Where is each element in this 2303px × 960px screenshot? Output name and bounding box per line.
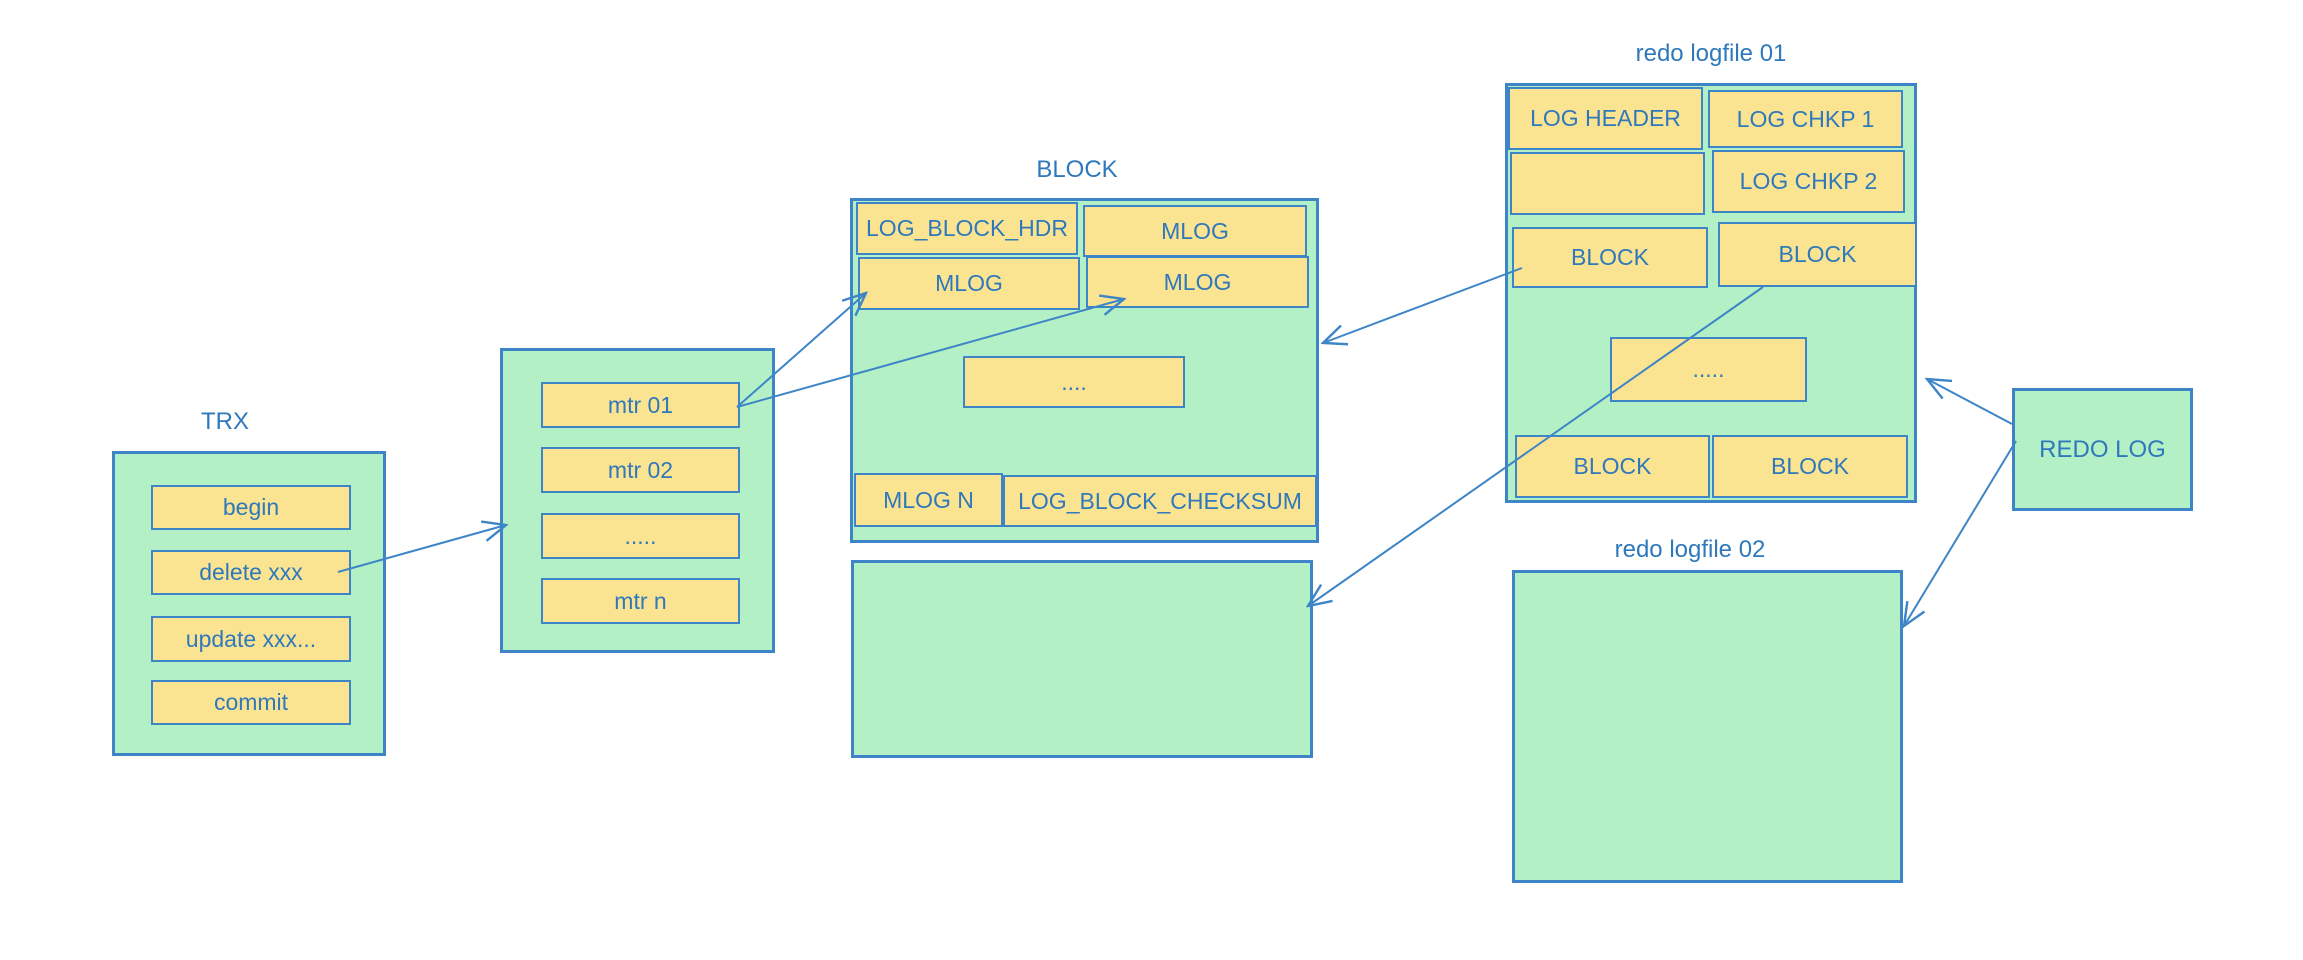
- redo-logfile-01-box: LOG HEADER LOG CHKP 1 LOG CHKP 2 BLOCK B…: [1505, 83, 1917, 503]
- trx-box: begin delete xxx update xxx... commit: [112, 451, 386, 756]
- trx-item-begin: begin: [151, 485, 351, 530]
- block-cell-mlog-3: MLOG: [1086, 256, 1309, 308]
- block-cell-mlog-1: MLOG: [1083, 205, 1307, 257]
- redo-log-box: REDO LOG: [2012, 388, 2193, 511]
- redo-logfile-02-box: [1512, 570, 1903, 883]
- logfile01-cell-log-chkp-2: LOG CHKP 2: [1712, 150, 1905, 213]
- trx-item-commit: commit: [151, 680, 351, 725]
- block-cell-log-block-checksum: LOG_BLOCK_CHECKSUM: [1003, 475, 1317, 527]
- block-cell-mlog-n: MLOG N: [854, 473, 1003, 527]
- block-label: BLOCK: [1036, 156, 1118, 183]
- redo-logfile-01-label: redo logfile 01: [1635, 40, 1787, 67]
- block-cell-dots: ....: [963, 356, 1185, 408]
- trx-item-update: update xxx...: [151, 616, 351, 662]
- block-cell-log-block-hdr: LOG_BLOCK_HDR: [856, 202, 1078, 255]
- mtr-item-dots: .....: [541, 513, 740, 559]
- logfile01-cell-dots: .....: [1610, 337, 1807, 402]
- logfile01-cell-block-d: BLOCK: [1712, 435, 1908, 498]
- logfile01-cell-log-header: LOG HEADER: [1508, 87, 1703, 150]
- mtr-item-01: mtr 01: [541, 382, 740, 428]
- arrow-redolog-to-logfile01: [1927, 379, 2013, 425]
- logfile01-cell-log-chkp-1: LOG CHKP 1: [1708, 90, 1903, 148]
- logfile01-cell-block-a: BLOCK: [1512, 227, 1708, 288]
- block-cell-mlog-2: MLOG: [858, 257, 1080, 310]
- mtr-item-02: mtr 02: [541, 447, 740, 493]
- mtr-box: mtr 01 mtr 02 ..... mtr n: [500, 348, 775, 653]
- mtr-item-n: mtr n: [541, 578, 740, 624]
- block-box: LOG_BLOCK_HDR MLOG MLOG MLOG .... MLOG N…: [850, 198, 1319, 543]
- block-buffer-box: [851, 560, 1313, 758]
- redo-logfile-02-label: redo logfile 02: [1614, 536, 1766, 563]
- logfile01-cell-empty: [1510, 152, 1705, 215]
- arrow-logfile01-block-to-block: [1323, 267, 1523, 343]
- logfile01-cell-block-b: BLOCK: [1718, 222, 1917, 287]
- trx-item-delete: delete xxx: [151, 550, 351, 595]
- arrow-redolog-to-logfile02: [1904, 440, 2017, 626]
- trx-label: TRX: [201, 408, 249, 435]
- logfile01-cell-block-c: BLOCK: [1515, 435, 1710, 498]
